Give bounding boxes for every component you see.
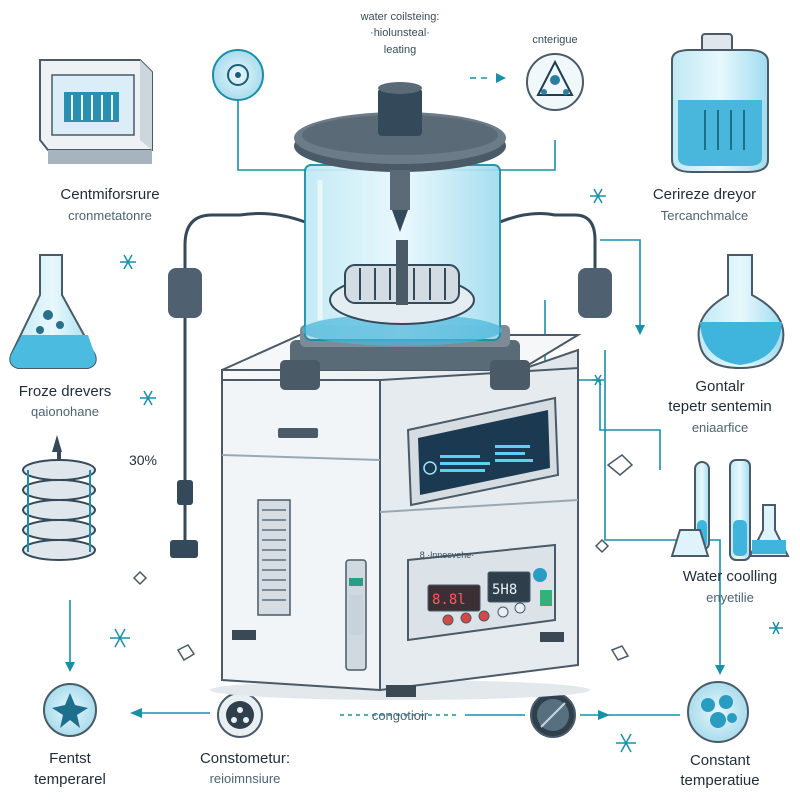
bottom-left-circle-icon bbox=[43, 683, 97, 737]
chamber-lid bbox=[294, 82, 506, 232]
right-top-subtitle: Tercanchmalce bbox=[660, 208, 749, 223]
panel-readout-left: 8.8l bbox=[432, 592, 466, 608]
top-left-circle-icon bbox=[212, 49, 264, 101]
molecule-label: cnterigue bbox=[532, 34, 578, 46]
left-mid-title: Froze drevers bbox=[18, 383, 112, 400]
right-flask-icon bbox=[697, 254, 785, 370]
panel-brand-label: 8 ·lnnesvehe· bbox=[419, 550, 475, 560]
right-low-title: Water coolling bbox=[682, 568, 778, 585]
top-center-label-2: ·hiolunsteal· bbox=[370, 27, 430, 39]
bottom-right-title-2: temperatiue bbox=[680, 772, 760, 789]
arrow-heads bbox=[65, 73, 725, 720]
right-mid-title-1: Gontalr bbox=[695, 378, 745, 395]
right-mid-subtitle: eniaarfice bbox=[691, 420, 749, 435]
storage-jar-icon bbox=[671, 33, 769, 173]
left-top-subtitle: cronmetatonre bbox=[68, 208, 152, 223]
bottom-right-circle-icon bbox=[687, 681, 749, 743]
left-mid-subtitle: qaionohane bbox=[31, 404, 99, 419]
left-flask-icon bbox=[9, 254, 97, 369]
top-center-label-1: water coilsteing: bbox=[360, 11, 440, 23]
server-unit-icon bbox=[39, 59, 153, 164]
percent-label: 30% bbox=[128, 452, 158, 468]
bottom-left-title-2: temperarel bbox=[34, 771, 106, 788]
panel-readout-right: 5H8 bbox=[492, 582, 517, 598]
test-tubes-icon bbox=[670, 459, 790, 561]
top-center-label-3: leating bbox=[383, 44, 417, 56]
bottom-mid-title: Constometur: bbox=[199, 750, 291, 767]
molecule-circle-icon bbox=[526, 53, 584, 111]
right-top-title: Cerireze dreyor bbox=[652, 186, 757, 203]
bottom-right-title-1: Constant bbox=[689, 752, 751, 769]
bottom-center-circle-icon bbox=[530, 692, 576, 738]
vacuum-tubes bbox=[183, 212, 597, 540]
bottom-left-title-1: Fentst bbox=[49, 750, 91, 767]
right-mid-title-2: tepetr sentemin bbox=[668, 398, 772, 415]
decor-icons bbox=[132, 454, 634, 662]
shelf-rack bbox=[329, 240, 475, 325]
left-top-title: Centmiforsrure bbox=[60, 186, 160, 203]
snowflake-icons bbox=[110, 188, 783, 753]
bottom-center-label: congotioir bbox=[371, 708, 429, 723]
right-low-subtitle: enyetilie bbox=[706, 590, 754, 605]
coil-stack-icon bbox=[22, 435, 96, 561]
display-screen bbox=[406, 396, 560, 507]
bottom-mid-circle-icon bbox=[217, 692, 263, 738]
bottom-mid-subtitle: reioimnsiure bbox=[209, 771, 281, 786]
control-panel: 8.8l 5H8 bbox=[407, 543, 556, 642]
tube-valves bbox=[168, 268, 612, 558]
